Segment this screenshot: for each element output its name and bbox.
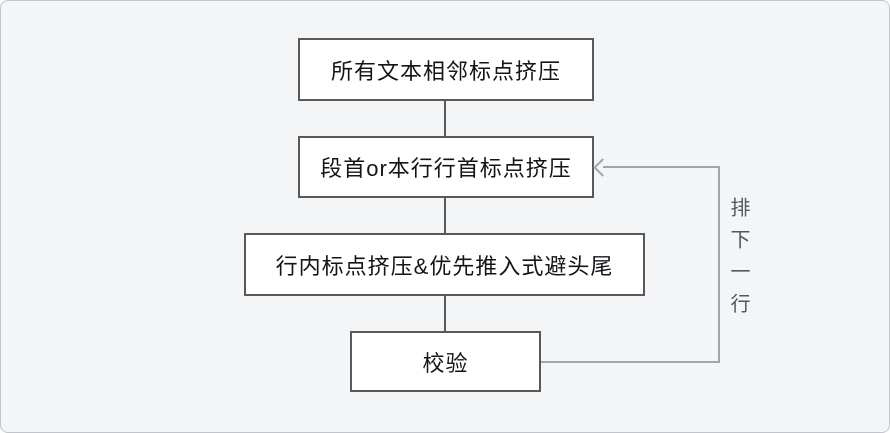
connector-step1-step2 xyxy=(444,101,446,136)
flow-node-validate: 校验 xyxy=(350,331,541,392)
loop-edge-top-segment xyxy=(603,166,720,168)
connector-step2-step3 xyxy=(444,198,446,233)
flow-node-all-adjacent-punctuation-squeeze: 所有文本相邻标点挤压 xyxy=(298,38,594,101)
flow-node-paragraph-or-line-start-squeeze: 段首or本行行首标点挤压 xyxy=(298,136,594,198)
loop-edge-bottom-segment xyxy=(541,361,720,363)
flow-node-label: 行内标点挤压&优先推入式避头尾 xyxy=(275,253,614,279)
flow-node-label: 所有文本相邻标点挤压 xyxy=(330,58,561,84)
connector-step3-step4 xyxy=(444,296,446,331)
flow-node-label: 校验 xyxy=(422,350,469,376)
loop-edge-vertical-segment xyxy=(718,166,720,362)
flow-node-inline-squeeze-push-avoid: 行内标点挤压&优先推入式避头尾 xyxy=(244,233,645,296)
flow-node-label: 段首or本行行首标点挤压 xyxy=(320,156,572,181)
loop-edge-label: 排下一行 xyxy=(727,197,749,325)
arrow-left-icon xyxy=(593,158,612,177)
